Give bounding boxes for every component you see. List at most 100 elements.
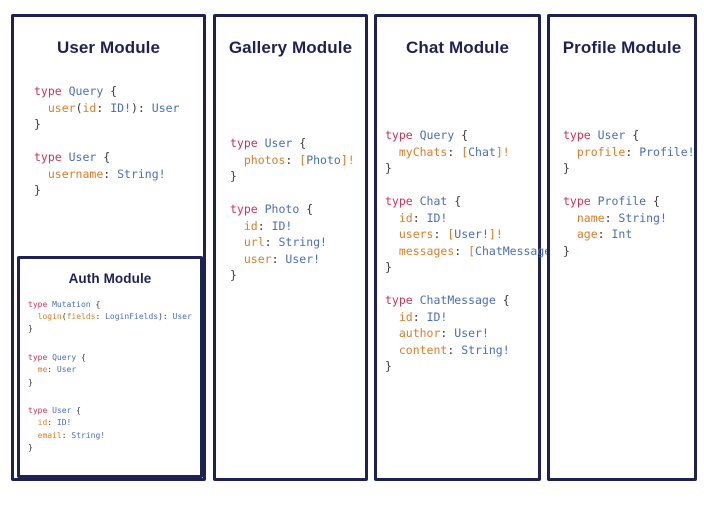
code-token: { [495, 293, 510, 307]
panel-profile-module[interactable]: Profile Module type User { profile: Prof… [547, 14, 697, 481]
code-token: { [625, 128, 640, 142]
code-token [385, 211, 399, 225]
panel-auth-module[interactable]: Auth Module type Mutation { login(fields… [17, 256, 203, 478]
code-token: ChatMessage [419, 293, 496, 307]
code-line: username: String! [34, 166, 179, 183]
code-token: { [454, 128, 469, 142]
code-token: : [96, 100, 111, 115]
code-token: { [103, 84, 118, 98]
type-definition: type ChatMessage { id: ID! author: User!… [385, 292, 565, 375]
code-line: type Query { [28, 352, 192, 364]
code-line: } [230, 168, 355, 185]
code-token: email [37, 430, 62, 440]
code-block-gallery-module: type User { photos: [Photo]!}type Photo … [230, 135, 355, 284]
code-token: Chat [419, 194, 448, 208]
code-token: } [230, 268, 237, 282]
code-token: ]! [340, 152, 355, 167]
code-token: User [151, 100, 180, 115]
code-token: : [257, 218, 272, 233]
code-block-user-module: type Query { user(id: ID!): User}type Us… [34, 83, 179, 199]
code-token [28, 365, 38, 374]
code-line: messages: [ChatMessage]! [385, 243, 565, 260]
panel-user-module[interactable]: User Module type Query { user(id: ID!): … [11, 14, 206, 481]
code-token: Chat [468, 144, 496, 159]
code-token: User! [285, 251, 321, 266]
code-token [563, 145, 577, 159]
code-token: : [47, 418, 57, 428]
code-token: String! [117, 166, 166, 181]
code-token: ID! [110, 100, 131, 115]
code-line: type User { [230, 135, 355, 152]
code-token: type [563, 128, 598, 142]
code-line: id: ID! [385, 309, 565, 326]
code-line: id: ID! [230, 218, 355, 235]
code-token: { [646, 194, 660, 208]
code-line: type Chat { [385, 193, 565, 210]
code-token: username [47, 166, 104, 181]
code-line: login(fields: LoginFields): User [28, 311, 192, 323]
type-definition: type Photo { id: ID! url: String! user: … [230, 201, 355, 284]
code-token: type [385, 194, 420, 208]
code-token: type [28, 353, 53, 363]
code-token [230, 235, 244, 249]
code-token: } [385, 359, 392, 373]
code-line: content: String! [385, 342, 565, 359]
code-token: } [563, 161, 570, 175]
code-line: type Mutation { [28, 299, 192, 311]
type-definition: type User { id: ID! email: String!} [28, 405, 192, 454]
code-line: } [385, 160, 565, 177]
code-token: User! [454, 227, 489, 241]
code-token: ID! [426, 210, 448, 225]
code-line: profile: Profile! [563, 144, 695, 161]
code-line: myChats: [Chat]! [385, 144, 565, 161]
code-token: type [230, 136, 265, 150]
code-token: : [604, 210, 619, 225]
code-token: : [433, 227, 448, 241]
code-line: } [28, 377, 192, 389]
code-line: type User { [28, 405, 192, 417]
code-token: type [34, 84, 69, 98]
panel-chat-module[interactable]: Chat Module type Query { myChats: [Chat]… [374, 14, 565, 481]
type-definition: type Query { user(id: ID!): User} [34, 83, 179, 133]
code-line: } [28, 323, 192, 335]
code-token: } [28, 324, 33, 334]
code-line: email: String! [28, 430, 192, 442]
code-line: } [563, 243, 695, 260]
code-line: photos: [Photo]! [230, 152, 355, 169]
code-token [230, 252, 244, 266]
code-token: User [172, 312, 192, 322]
code-token: Query [68, 84, 104, 98]
code-token: : [597, 227, 612, 241]
code-token: ]! [488, 227, 503, 241]
code-token: author [398, 326, 441, 340]
code-token: type [34, 150, 69, 164]
code-token [385, 343, 399, 357]
code-token: User! [454, 326, 489, 340]
code-token: : [412, 309, 427, 324]
code-line: } [34, 182, 179, 199]
code-token: } [385, 260, 392, 274]
code-token: { [90, 300, 101, 309]
code-token: [ [299, 152, 307, 167]
type-definition: type Chat { id: ID! users: [User!]! mess… [385, 193, 565, 276]
panel-gallery-module[interactable]: Gallery Module type User { photos: [Phot… [213, 14, 368, 481]
code-token [34, 101, 48, 115]
code-token: : [271, 251, 286, 266]
code-token: : [47, 365, 57, 375]
code-line: } [34, 116, 179, 133]
code-line: type Query { [385, 127, 565, 144]
code-token: type [385, 293, 420, 307]
code-token [385, 310, 399, 324]
code-token: : [61, 430, 72, 440]
code-token: user [243, 251, 272, 266]
code-token: id [82, 100, 97, 115]
code-token: Int [611, 227, 633, 241]
code-token: User [68, 150, 97, 164]
code-token: Photo [264, 202, 300, 216]
code-line: } [230, 267, 355, 284]
code-token: ( [75, 100, 83, 115]
code-token [385, 145, 399, 159]
code-line: age: Int [563, 226, 695, 243]
code-token: type [385, 128, 420, 142]
